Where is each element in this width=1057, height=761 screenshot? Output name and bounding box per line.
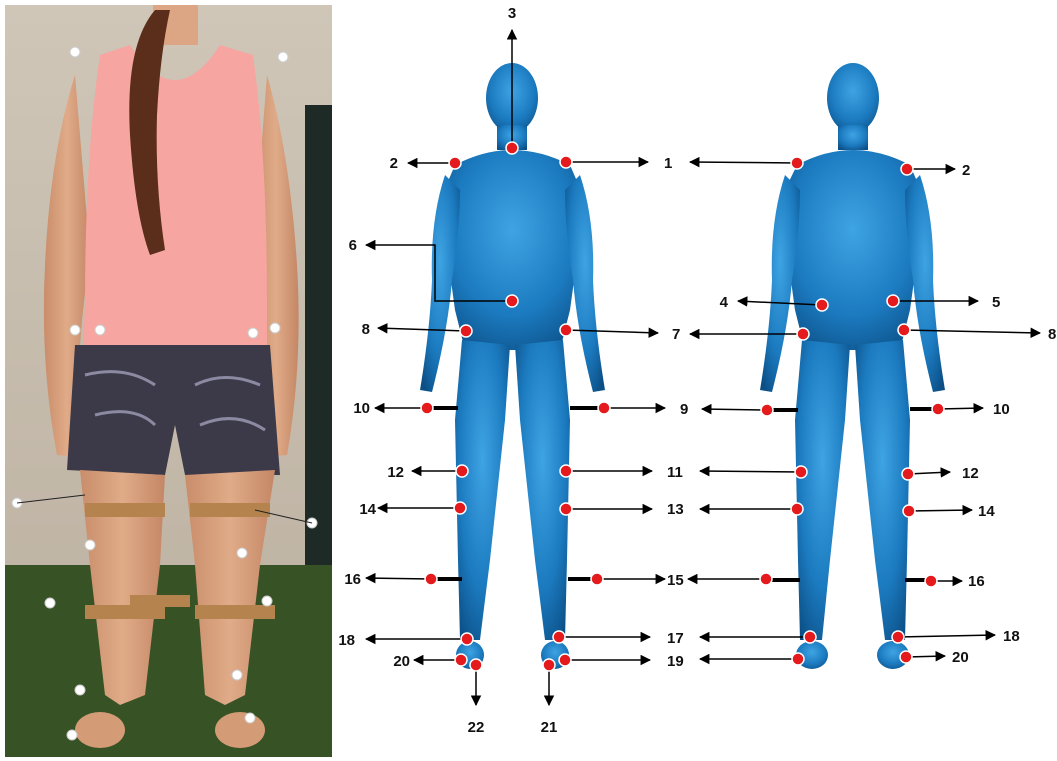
posterior-label: 3 <box>508 5 516 22</box>
anterior-label: 2 <box>962 162 970 179</box>
anterior-label: 5 <box>992 294 1000 311</box>
anterior-label: 18 <box>1003 628 1020 645</box>
anterior-label: 16 <box>968 573 985 590</box>
posterior-label: 17 <box>667 630 684 647</box>
posterior-label: 14 <box>359 501 376 518</box>
posterior-label: 15 <box>667 572 684 589</box>
posterior-label: 20 <box>393 653 410 670</box>
anterior-label: 8 <box>1048 326 1056 343</box>
posterior-label: 8 <box>362 321 370 338</box>
posterior-label: 13 <box>667 501 684 518</box>
posterior-label: 1 <box>664 155 672 172</box>
posterior-label: 12 <box>387 464 404 481</box>
posterior-label: 18 <box>338 632 355 649</box>
posterior-label: 2 <box>390 155 398 172</box>
posterior-label: 7 <box>672 326 680 343</box>
anterior-label: 12 <box>962 465 979 482</box>
anterior-label: 14 <box>978 503 995 520</box>
posterior-label: 22 <box>468 719 485 736</box>
posterior-label: 9 <box>680 401 688 418</box>
posterior-label: 21 <box>541 719 558 736</box>
anterior-label: 4 <box>720 294 729 311</box>
posterior-label: 6 <box>349 237 357 254</box>
posterior-label: 16 <box>344 571 361 588</box>
anterior-label: 20 <box>952 649 969 666</box>
posterior-label: 10 <box>353 400 370 417</box>
posterior-label: 11 <box>667 464 683 481</box>
posterior-label: 19 <box>667 653 684 670</box>
anterior-label: 10 <box>993 401 1010 418</box>
